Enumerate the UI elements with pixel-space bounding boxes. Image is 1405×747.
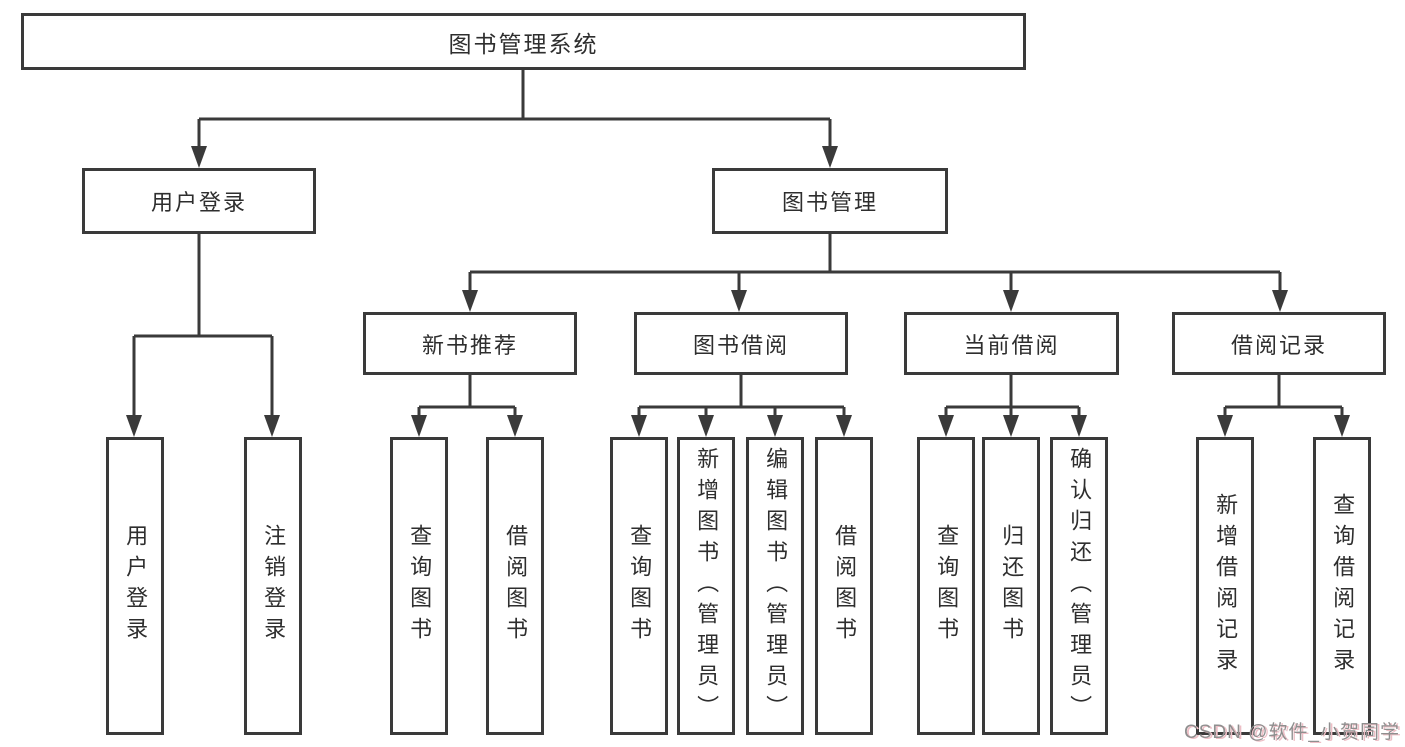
node-book-management: 图书管理 xyxy=(712,168,948,234)
csdn-watermark: CSDN @软件_小贺同学 xyxy=(1184,722,1400,743)
arrowhead-icon xyxy=(264,415,280,437)
arrowhead-icon xyxy=(462,290,478,312)
leaf-return-books: 归还图书 xyxy=(982,437,1040,735)
connector-borrow-record-to-leaves xyxy=(1217,375,1350,437)
leaf-label: 新增图书（管理员） xyxy=(694,446,720,726)
node-borrow-record: 借阅记录 xyxy=(1172,312,1386,375)
arrowhead-icon xyxy=(1003,415,1019,437)
connector-current-borrow-to-leaves xyxy=(938,375,1087,437)
arrowhead-icon xyxy=(1217,415,1233,437)
arrowhead-icon xyxy=(1003,290,1019,312)
arrowhead-icon xyxy=(767,415,783,437)
leaf-add-borrow-record: 新增借阅记录 xyxy=(1196,437,1254,735)
leaf-label: 归还图书 xyxy=(999,524,1025,648)
arrowhead-icon xyxy=(507,415,523,437)
connector-new-book-recommend-to-leaves xyxy=(411,375,523,437)
arrowhead-icon xyxy=(411,415,427,437)
connector-book-borrow-to-leaves xyxy=(631,375,852,437)
leaf-label: 借阅图书 xyxy=(832,524,858,648)
leaf-query-books-current: 查询图书 xyxy=(917,437,975,735)
leaf-label: 确认归还（管理员） xyxy=(1067,446,1093,726)
leaf-edit-books-admin: 编辑图书（管理员） xyxy=(746,437,804,735)
leaf-label: 用户登录 xyxy=(123,524,149,648)
arrowhead-icon xyxy=(126,415,142,437)
leaf-borrow-books: 借阅图书 xyxy=(815,437,873,735)
arrowhead-icon xyxy=(1334,415,1350,437)
arrowhead-icon xyxy=(822,146,838,168)
leaf-label: 编辑图书（管理员） xyxy=(763,446,789,726)
node-new-book-recommend: 新书推荐 xyxy=(363,312,577,375)
arrowhead-icon xyxy=(191,146,207,168)
leaf-add-books-admin: 新增图书（管理员） xyxy=(677,437,735,735)
arrowhead-icon xyxy=(836,415,852,437)
connector-root-to-level2 xyxy=(191,70,838,168)
node-current-borrow: 当前借阅 xyxy=(904,312,1119,375)
leaf-logout: 注销登录 xyxy=(244,437,302,735)
arrowhead-icon xyxy=(631,415,647,437)
leaf-label: 注销登录 xyxy=(261,524,287,648)
node-book-borrow: 图书借阅 xyxy=(634,312,848,375)
arrowhead-icon xyxy=(1272,290,1288,312)
leaf-user-login: 用户登录 xyxy=(106,437,164,735)
leaf-query-books-recommend: 查询图书 xyxy=(390,437,448,735)
arrowhead-icon xyxy=(698,415,714,437)
node-user-login: 用户登录 xyxy=(82,168,316,234)
root-node-book-management-system: 图书管理系统 xyxy=(21,13,1026,70)
leaf-label: 查询图书 xyxy=(934,524,960,648)
arrowhead-icon xyxy=(1071,415,1087,437)
connector-book-management-to-level3 xyxy=(462,234,1288,312)
leaf-label: 新增借阅记录 xyxy=(1213,493,1239,679)
connector-user-login-to-leaves xyxy=(126,234,280,437)
leaf-confirm-return-admin: 确认归还（管理员） xyxy=(1050,437,1108,735)
leaf-label: 查询图书 xyxy=(627,524,653,648)
leaf-label: 借阅图书 xyxy=(503,524,529,648)
arrowhead-icon xyxy=(731,290,747,312)
leaf-borrow-books-recommend: 借阅图书 xyxy=(486,437,544,735)
leaf-label: 查询借阅记录 xyxy=(1330,493,1356,679)
leaf-query-books-borrow: 查询图书 xyxy=(610,437,668,735)
leaf-label: 查询图书 xyxy=(407,524,433,648)
arrowhead-icon xyxy=(938,415,954,437)
leaf-query-borrow-record: 查询借阅记录 xyxy=(1313,437,1371,735)
